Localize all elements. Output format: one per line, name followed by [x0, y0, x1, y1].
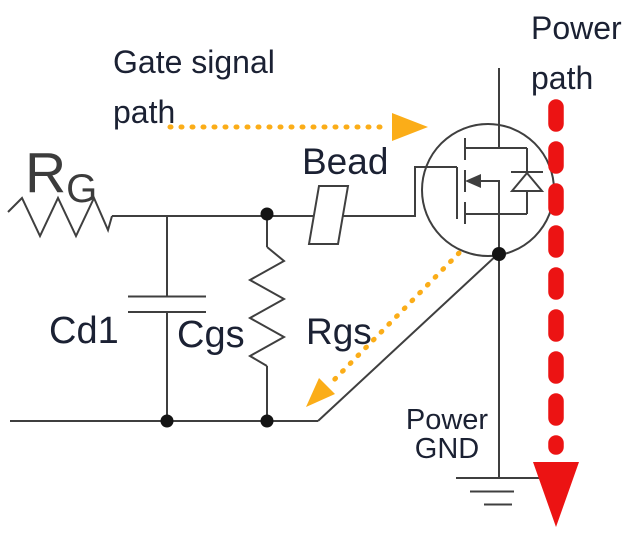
power-path-line2: path [531, 60, 594, 96]
power-path-label: Power path [531, 3, 622, 103]
resistor-rgs-symbol [247, 214, 287, 421]
bead-label: Bead [302, 141, 389, 182]
mosfet-body-arrow [465, 174, 500, 214]
cgs-label: Cgs [177, 314, 245, 356]
rgs-label: Rgs [306, 311, 372, 352]
rg-main: R [25, 141, 67, 205]
gate-signal-path-line2: path [113, 94, 176, 130]
junction-dot [260, 414, 274, 428]
source-return-wire [317, 252, 500, 422]
gate-signal-wire [112, 166, 457, 217]
junction-dot [492, 247, 506, 261]
rg-subscript: G [66, 167, 98, 211]
junction-dot [160, 414, 174, 428]
body-diode [509, 148, 545, 214]
gate-signal-path-arrow [167, 113, 428, 141]
power-gnd-line1: Power [405, 404, 489, 436]
gate-signal-path-line1: Gate signal [113, 44, 275, 80]
ferrite-bead-symbol [307, 185, 350, 245]
power-gnd-line2: GND [414, 433, 480, 465]
rg-label: RG [25, 145, 98, 212]
resistor-rg-symbol [7, 195, 113, 239]
ground-symbol [456, 477, 552, 506]
cd1-label: Cd1 [49, 310, 119, 352]
capacitor-symbol [128, 216, 206, 421]
gate-signal-path-label: Gate signal path [113, 37, 275, 137]
power-path-line1: Power [531, 10, 622, 46]
junction-dot [260, 207, 274, 221]
power-gnd-label: Power GND [399, 406, 495, 464]
power-path-arrow [533, 99, 579, 527]
mosfet-symbol [421, 68, 555, 257]
gate-return-path-arrow [306, 250, 462, 407]
